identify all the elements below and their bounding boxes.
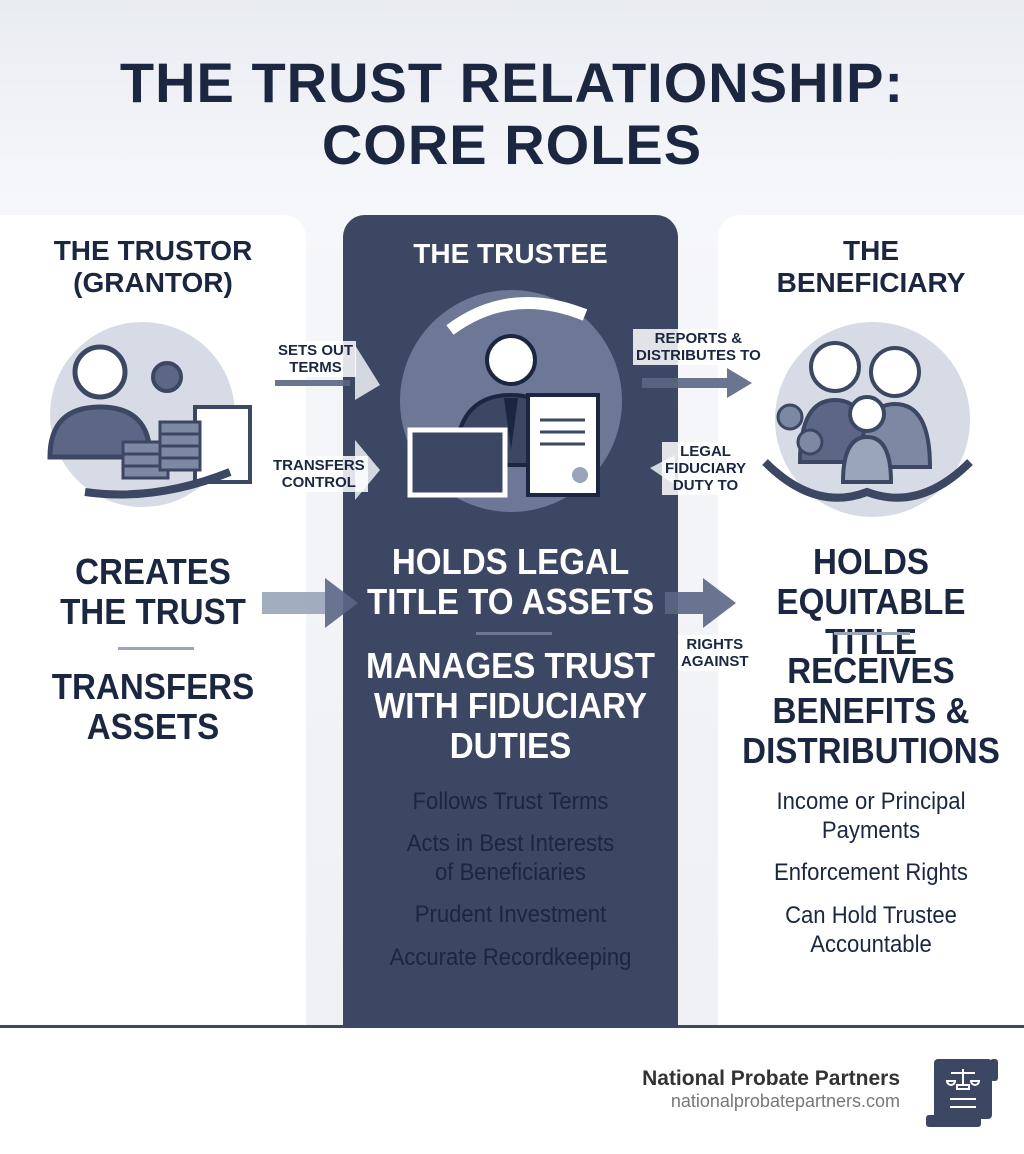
company-name: National Probate Partners (642, 1067, 900, 1090)
company-website[interactable]: nationalprobatepartners.com (670, 1091, 900, 1111)
benefit-item: Enforcement Rights (774, 859, 968, 886)
trustee-heading: THE TRUSTEE (413, 238, 608, 269)
trustor-heading: THE TRUSTOR(GRANTOR) (53, 235, 253, 298)
arrow-main-left (262, 592, 332, 614)
arrow-sets-out-terms (275, 380, 350, 386)
arrow-main-right (665, 592, 705, 614)
label-reports-distributes: REPORTS &DISTRIBUTES TO (633, 329, 764, 365)
person-with-coins-and-document-icon (47, 322, 252, 507)
page-title: THE TRUST RELATIONSHIP:CORE ROLES (119, 51, 905, 176)
trustee-with-chest-and-scroll-icon (400, 290, 622, 512)
family-in-hands-icon (762, 322, 973, 517)
divider (834, 632, 910, 635)
duty-item: Prudent Investment (414, 901, 607, 928)
divider (118, 647, 194, 650)
footer (0, 1025, 1024, 1154)
scroll-with-scales-icon (926, 1059, 998, 1127)
duty-item: Follows Trust Terms (412, 788, 609, 815)
arrow-reports (642, 378, 727, 388)
duty-item: Accurate Recordkeeping (389, 944, 632, 971)
footer-branding: National Probate Partners nationalprobat… (642, 1067, 900, 1112)
divider (476, 632, 552, 635)
